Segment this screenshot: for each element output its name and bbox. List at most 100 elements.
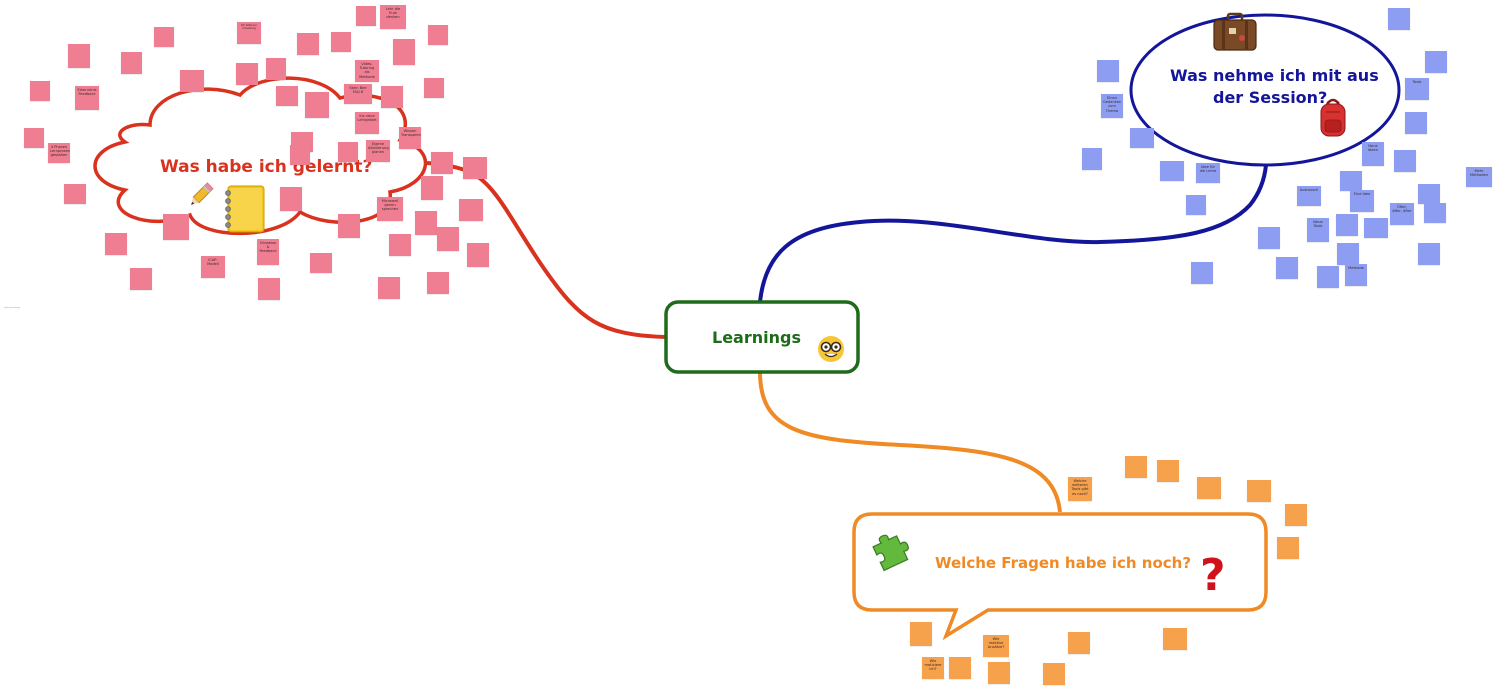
sticky-note-blue[interactable]: Neue Tools — [1307, 218, 1329, 242]
sticky-note-pink[interactable] — [338, 142, 358, 162]
sticky-note-blue[interactable] — [1418, 184, 1440, 204]
sticky-note-orange[interactable] — [1163, 628, 1187, 650]
sticky-note-pink[interactable] — [356, 6, 376, 26]
sticky-note-orange[interactable] — [1043, 663, 1065, 685]
sticky-note-orange[interactable] — [1068, 632, 1090, 654]
sticky-note-pink[interactable] — [64, 184, 86, 204]
sticky-note-pink[interactable] — [463, 157, 487, 179]
sticky-note-pink[interactable] — [105, 233, 127, 255]
sticky-note-orange[interactable] — [1277, 537, 1299, 559]
sticky-note-pink[interactable] — [276, 86, 298, 106]
sticky-note-blue[interactable]: Mehr Methoden — [1466, 167, 1492, 187]
sticky-note-pink[interactable] — [310, 253, 332, 273]
sticky-note-blue[interactable] — [1337, 243, 1359, 265]
sticky-note-blue[interactable]: Idee für die Lehre — [1196, 163, 1220, 183]
sticky-note-pink[interactable] — [459, 199, 483, 221]
sticky-note-blue[interactable]: Methode — [1345, 264, 1367, 286]
sticky-note-pink[interactable] — [180, 70, 204, 92]
sticky-note-blue[interactable] — [1160, 161, 1184, 181]
sticky-note-orange[interactable] — [1247, 480, 1271, 502]
sticky-note-orange[interactable] — [988, 662, 1010, 684]
sticky-note-orange[interactable] — [949, 657, 971, 679]
sticky-note-orange[interactable] — [910, 622, 932, 646]
sticky-note-pink[interactable] — [130, 268, 152, 290]
sticky-note-orange[interactable] — [1197, 477, 1221, 499]
sticky-note-pink[interactable]: Hinweise & Feedback — [257, 239, 279, 265]
sticky-note-pink[interactable] — [431, 152, 453, 174]
sticky-note-orange[interactable]: Wie reaktive Ansätze? — [983, 635, 1009, 657]
sticky-note-blue[interactable]: Neue Ideen — [1362, 142, 1384, 166]
sticky-note-orange[interactable] — [1157, 460, 1179, 482]
sticky-note-pink[interactable]: 4 Phasen Lernprozess gestalten — [48, 143, 70, 163]
sticky-note-pink[interactable] — [258, 278, 280, 300]
sticky-note-pink[interactable]: Microwell geneu sprechen — [377, 197, 403, 221]
sticky-note-pink[interactable]: Erkenntnis Feedback — [75, 86, 99, 110]
sticky-note-pink[interactable] — [381, 86, 403, 108]
sticky-note-pink[interactable] — [163, 214, 189, 240]
sticky-note-pink[interactable] — [30, 81, 50, 101]
sticky-note-pink[interactable] — [280, 187, 302, 211]
sticky-note-blue[interactable] — [1418, 243, 1440, 265]
sticky-note-pink[interactable] — [467, 243, 489, 267]
sticky-note-blue[interactable] — [1425, 51, 1447, 73]
sticky-note-blue[interactable] — [1276, 257, 1298, 279]
sticky-note-pink[interactable] — [154, 27, 174, 47]
sticky-note-blue[interactable] — [1340, 171, 1362, 191]
takeaway-branch-label-line1[interactable]: Was nehme ich mit aus — [1170, 66, 1379, 85]
sticky-note-pink[interactable] — [338, 214, 360, 238]
sticky-note-blue[interactable]: Einen Gedanken zum Thema — [1101, 94, 1123, 118]
sticky-note-pink[interactable]: Ins neue Lehrgebiet — [355, 112, 379, 134]
sticky-note-orange[interactable]: Welche weiteren Tools gibt es noch? — [1068, 477, 1092, 501]
sticky-note-pink[interactable] — [428, 25, 448, 45]
sticky-note-pink[interactable] — [415, 211, 437, 235]
sticky-note-pink[interactable]: ICAP-Modell — [201, 256, 225, 278]
sticky-note-orange[interactable] — [1285, 504, 1307, 526]
sticky-note-pink[interactable] — [393, 39, 415, 65]
sticky-note-blue[interactable] — [1317, 266, 1339, 288]
sticky-note-pink[interactable] — [290, 145, 310, 165]
sticky-note-orange[interactable] — [1125, 456, 1147, 478]
sticky-note-pink[interactable]: Wissen Transparenz — [399, 127, 421, 149]
sticky-note-orange[interactable]: Wie motiviere ich? — [922, 657, 944, 679]
sticky-note-pink[interactable] — [427, 272, 449, 294]
sticky-note-blue[interactable] — [1364, 218, 1388, 238]
sticky-note-blue[interactable]: Öfter, öfter, öfter — [1390, 203, 1414, 225]
sticky-note-pink[interactable] — [424, 78, 444, 98]
sticky-note-pink[interactable] — [331, 32, 351, 52]
sticky-note-blue[interactable] — [1258, 227, 1280, 249]
sticky-note-blue[interactable] — [1388, 8, 1410, 30]
sticky-note-blue[interactable] — [1424, 203, 1446, 223]
sticky-note-blue[interactable] — [1394, 150, 1416, 172]
sticky-note-blue[interactable]: Eine Idee — [1350, 190, 1374, 212]
sticky-note-pink[interactable]: Eigene Aktivierung planen — [366, 140, 390, 162]
sticky-note-pink[interactable] — [236, 63, 258, 85]
sticky-note-blue[interactable] — [1097, 60, 1119, 82]
sticky-note-pink[interactable] — [121, 52, 142, 74]
sticky-note-pink[interactable] — [24, 128, 44, 148]
sticky-note-blue[interactable] — [1082, 148, 1102, 170]
sticky-note-pink[interactable]: Lehr die Eule denken — [380, 5, 406, 29]
sticky-note-pink[interactable] — [389, 234, 411, 256]
sticky-note-pink[interactable] — [378, 277, 400, 299]
sticky-note-pink[interactable] — [297, 33, 319, 55]
sticky-note-pink[interactable] — [437, 227, 459, 251]
sticky-note-pink[interactable] — [305, 92, 329, 118]
takeaway-branch-label-line2[interactable]: der Session? — [1213, 88, 1328, 107]
questions-branch-label[interactable]: Welche Fragen habe ich noch? — [935, 554, 1192, 572]
sticky-note-blue[interactable] — [1186, 195, 1206, 215]
sticky-note-blue[interactable]: Austausch — [1297, 186, 1321, 206]
sticky-note-blue[interactable] — [1191, 262, 1213, 284]
learned-branch-label[interactable]: Was habe ich gelernt? — [160, 157, 373, 177]
sticky-note-pink[interactable] — [266, 58, 286, 80]
sticky-note-pink[interactable]: Stein Bee FAQ 8 — [344, 84, 372, 104]
sticky-note-blue[interactable] — [1130, 128, 1154, 148]
sticky-note-blue[interactable] — [1336, 214, 1358, 236]
center-node-label[interactable]: Learnings — [712, 328, 801, 347]
sticky-note-pink[interactable] — [421, 176, 443, 200]
sticky-note-pink[interactable] — [68, 44, 90, 68]
sticky-note-pink[interactable]: Video-Tutoring als Methode — [355, 60, 379, 82]
sticky-note-blue[interactable] — [1405, 112, 1427, 134]
sticky-note-blue[interactable]: Tools — [1405, 78, 1429, 100]
sticky-note-pink[interactable]: Wir Sätze zur Umsetzung — [237, 22, 261, 44]
